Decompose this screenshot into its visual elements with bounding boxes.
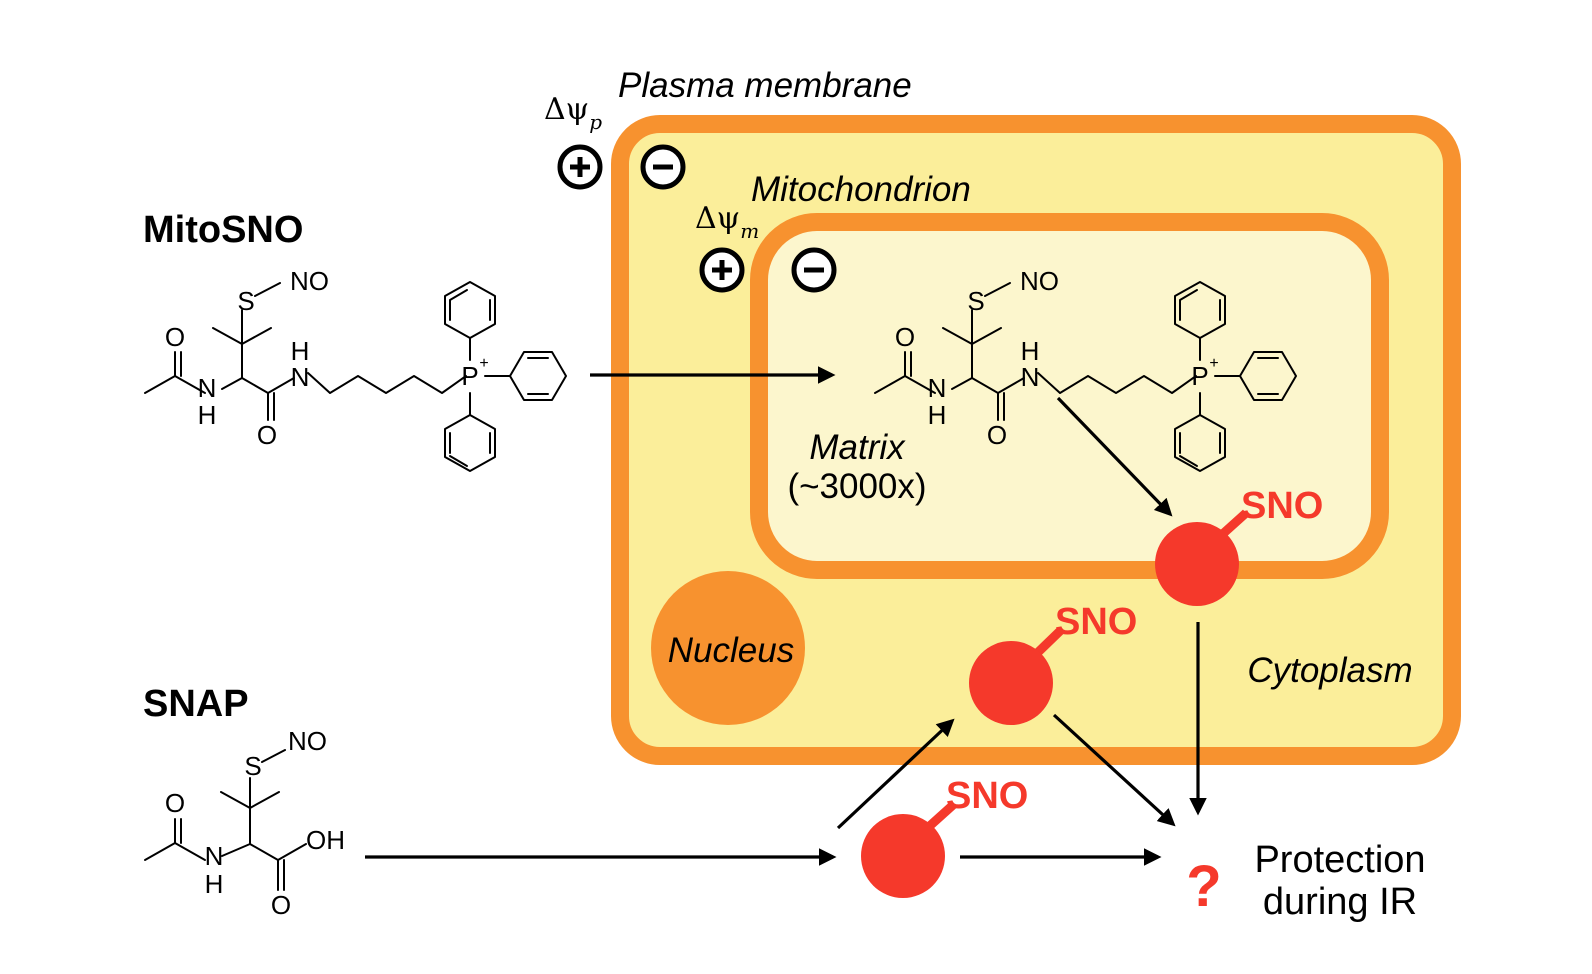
snap-to-cytoplasm-arrow bbox=[836, 718, 955, 830]
svg-text:N: N bbox=[198, 373, 217, 403]
svg-text:NO: NO bbox=[1020, 266, 1059, 296]
plasma-membrane-label: Plasma membrane bbox=[618, 66, 912, 105]
svg-text:S: S bbox=[237, 286, 254, 316]
svg-text:+: + bbox=[479, 355, 488, 372]
matrix-accumulation-label: (~3000x) bbox=[787, 467, 926, 506]
mitosno-structure: O N H O S NO H N P + bbox=[144, 266, 567, 472]
svg-text:OH: OH bbox=[306, 825, 345, 855]
svg-text:NO: NO bbox=[288, 726, 327, 756]
svg-text:NO: NO bbox=[290, 266, 329, 296]
plus-circle-icon bbox=[699, 247, 745, 293]
svg-text:P: P bbox=[1191, 361, 1208, 391]
mitochondrion-label: Mitochondrion bbox=[751, 170, 971, 209]
delta-psi-m-label: Δψm bbox=[695, 201, 759, 243]
svg-text:S: S bbox=[967, 286, 984, 316]
matrix-label: Matrix bbox=[809, 428, 906, 467]
mitosno-label: MitoSNO bbox=[143, 209, 303, 251]
svg-text:O: O bbox=[987, 420, 1007, 450]
question-mark-icon: ? bbox=[1186, 854, 1221, 919]
protection-label-line1: Protection bbox=[1254, 839, 1425, 881]
release-arrow-matrix bbox=[1056, 396, 1173, 517]
plus-circle-icon bbox=[557, 144, 603, 190]
sno-label: SNO bbox=[1241, 485, 1323, 527]
svg-text:S: S bbox=[244, 751, 261, 781]
svg-text:H: H bbox=[205, 869, 224, 899]
svg-text:N: N bbox=[928, 373, 947, 403]
svg-text:H: H bbox=[198, 400, 217, 430]
sno-protein-mitochondrial: SNO bbox=[1155, 485, 1323, 606]
sno-protein-cytosolic: SNO bbox=[969, 601, 1137, 725]
svg-text:O: O bbox=[257, 420, 277, 450]
minus-circle-icon bbox=[791, 247, 837, 293]
svg-text:N: N bbox=[205, 841, 224, 871]
svg-text:H: H bbox=[1021, 336, 1040, 366]
minus-circle-icon bbox=[640, 144, 686, 190]
nucleus bbox=[651, 571, 805, 725]
svg-text:+: + bbox=[1209, 355, 1218, 372]
svg-text:P: P bbox=[461, 361, 478, 391]
protection-label-line2: during IR bbox=[1263, 881, 1417, 923]
snap-structure: O N H O S NO OH bbox=[144, 726, 345, 920]
delta-psi-p-label: Δψp bbox=[544, 92, 602, 134]
sno-label: SNO bbox=[1055, 601, 1137, 643]
svg-text:H: H bbox=[291, 336, 310, 366]
cytoplasm-label: Cytoplasm bbox=[1247, 651, 1412, 690]
svg-text:O: O bbox=[895, 322, 915, 352]
svg-text:O: O bbox=[165, 788, 185, 818]
cytosolic-sno-to-protection-arrow bbox=[1052, 713, 1176, 827]
mitosno-structure-matrix: O N H O S NO H N P + bbox=[874, 266, 1297, 472]
svg-text:O: O bbox=[165, 322, 185, 352]
svg-text:N: N bbox=[291, 362, 310, 392]
svg-text:H: H bbox=[928, 400, 947, 430]
nucleus-label: Nucleus bbox=[668, 631, 794, 670]
svg-text:O: O bbox=[271, 890, 291, 920]
sno-protein-snap: SNO bbox=[861, 775, 1028, 898]
sno-label: SNO bbox=[946, 775, 1028, 817]
snap-label: SNAP bbox=[143, 683, 249, 725]
svg-text:N: N bbox=[1021, 362, 1040, 392]
